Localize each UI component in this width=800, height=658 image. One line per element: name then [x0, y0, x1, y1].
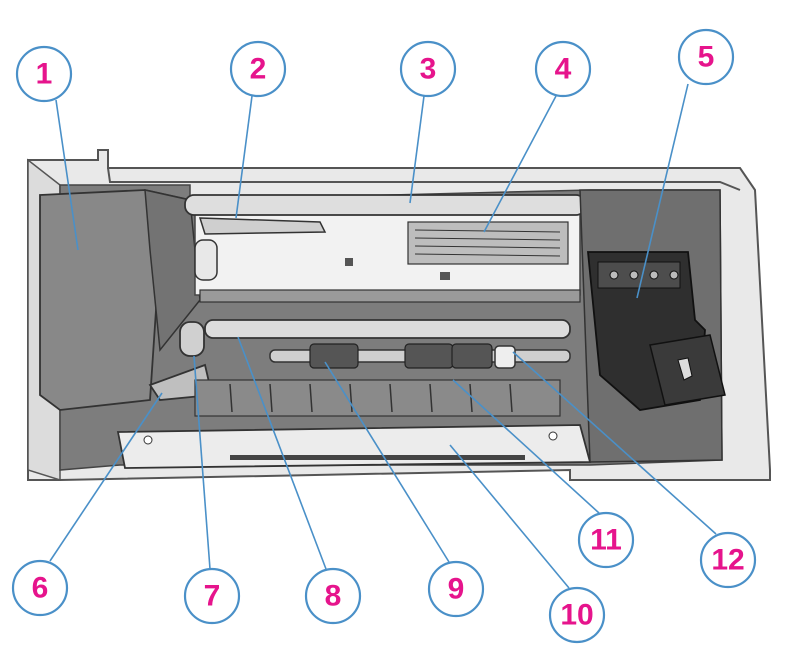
panel-slot-a: [345, 258, 353, 266]
leader-line-10: [449, 444, 570, 589]
callout-5-label: 5: [698, 41, 715, 74]
top-rod: [184, 194, 586, 216]
leader-line-9: [324, 361, 450, 563]
exit-slot: [230, 455, 525, 460]
leader-line-1: [55, 99, 79, 251]
top-bezel: [107, 167, 741, 191]
callout-2-label: 2: [250, 53, 267, 86]
lever-knob: [179, 321, 205, 357]
callout-9: 9: [427, 560, 485, 618]
printer-illustration: [27, 149, 771, 482]
leader-line-12: [512, 351, 717, 535]
leader-lines: [49, 83, 717, 589]
callout-6-label: 6: [32, 572, 49, 605]
leader-line-6: [49, 392, 163, 562]
callout-5: 5: [677, 28, 735, 86]
callout-4-label: 4: [555, 53, 572, 86]
callout-9-label: 9: [448, 573, 465, 606]
callout-7: 7: [183, 567, 241, 625]
callout-10-label: 10: [560, 599, 593, 632]
callout-12-label: 12: [711, 544, 744, 577]
right-roller-end: [494, 345, 516, 369]
sensor-arm: [198, 217, 327, 235]
feed-tray: [194, 379, 561, 417]
leader-line-2: [235, 95, 253, 219]
plate-screw-right: [548, 431, 558, 441]
callout-1-label: 1: [36, 58, 53, 91]
hand-icon: [677, 357, 693, 381]
callout-8: 8: [304, 567, 362, 625]
left-module-face: [144, 189, 201, 352]
callout-10: 10: [548, 586, 606, 644]
carriage-screws: [609, 270, 679, 280]
callout-3-label: 3: [420, 53, 437, 86]
middle-roller: [204, 319, 571, 339]
callout-12: 12: [699, 531, 757, 589]
drive-rollers: [309, 343, 493, 369]
callout-3: 3: [399, 40, 457, 98]
leader-line-8: [237, 336, 327, 570]
leader-line-3: [409, 95, 425, 204]
label-roll-area: [407, 221, 569, 265]
plate-screw-left: [143, 435, 153, 445]
callout-8-label: 8: [325, 580, 342, 613]
feed-guide: [199, 289, 581, 303]
leader-line-4: [483, 95, 557, 233]
leader-line-5: [636, 83, 689, 299]
left-spindle: [194, 239, 218, 281]
callout-7-label: 7: [204, 580, 221, 613]
label-texture: [414, 229, 561, 257]
leader-line-7: [193, 355, 211, 570]
leader-line-11: [452, 379, 600, 514]
callout-11-label: 11: [590, 524, 622, 557]
callout-11: 11: [577, 511, 635, 569]
front-plate: [116, 424, 592, 469]
callout-2: 2: [229, 40, 287, 98]
callout-1: 1: [15, 45, 73, 103]
tray-slots: [229, 383, 513, 413]
panel-slot-b: [440, 272, 450, 280]
callout-6: 6: [11, 559, 69, 617]
callout-4: 4: [534, 40, 592, 98]
